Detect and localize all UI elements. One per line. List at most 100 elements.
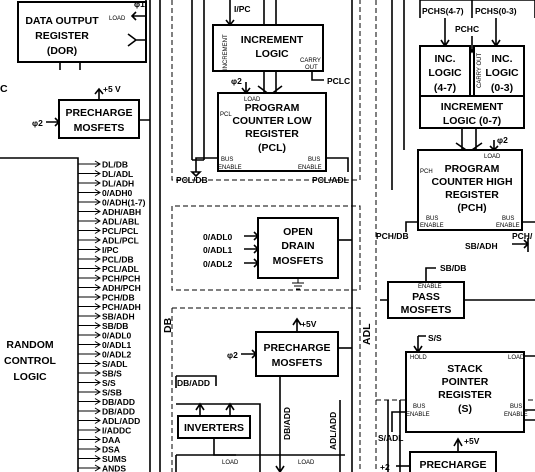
inc03-title-2: LOGIC xyxy=(485,67,519,79)
sb-adh-label: SB/ADH xyxy=(465,241,498,251)
control-signal-label: ADL/ABL xyxy=(102,217,139,227)
control-signal-label: PCL/PCL xyxy=(102,226,138,236)
pch-db-label: PCH/DB xyxy=(376,231,409,241)
control-signal-arrow xyxy=(78,436,101,443)
control-signal-label: DSA xyxy=(102,445,120,455)
control-signal-label: 0/ADH(1-7) xyxy=(102,198,146,208)
inc07-title-1: INCREMENT xyxy=(441,101,504,113)
control-signal-label: 0/ADL1 xyxy=(102,340,132,350)
pcl-title-4: (PCL) xyxy=(258,142,286,154)
dor-phi1-label: φ1 xyxy=(134,0,145,9)
control-signal-arrow xyxy=(78,417,101,424)
pch-load: LOAD xyxy=(484,154,501,160)
adder-load-2: LOAD xyxy=(298,460,315,466)
stack-title-2: POINTER xyxy=(442,376,489,388)
dor-title-1: DATA OUTPUT xyxy=(25,15,99,27)
pcl-enable-right: ENABLE xyxy=(298,165,322,171)
inc07-output-arrow xyxy=(455,128,483,153)
o-adl0-arrow xyxy=(244,231,260,241)
adder-top-frame xyxy=(175,454,345,472)
pcl-side-label: PCL xyxy=(220,112,232,118)
inc03-title-1: INC. xyxy=(492,53,513,65)
control-signal-arrow xyxy=(78,198,101,206)
control-signal-arrow xyxy=(78,255,101,263)
pchs47-label: PCHS(4-7) xyxy=(422,6,464,16)
inc-low-title-1: INCREMENT xyxy=(241,34,304,46)
control-signal-arrow xyxy=(78,426,101,434)
control-signal-arrow xyxy=(78,360,101,367)
stack-title-1: STACK xyxy=(447,363,483,375)
pch-title-3: REGISTER xyxy=(445,189,499,201)
control-signal-label: S/S xyxy=(102,378,116,388)
pcl-load-arrow xyxy=(241,82,251,95)
precharge-left-phi2: φ2 xyxy=(32,118,43,128)
dor-clock-mark xyxy=(127,33,146,47)
control-signal-arrow xyxy=(78,160,101,168)
precharge-left-supply: +5 V xyxy=(103,84,121,94)
pch-title-4: (PCH) xyxy=(457,202,486,214)
s-s-label: S/S xyxy=(428,333,442,343)
precharge-left-out xyxy=(139,80,151,472)
inc-low-carry-line xyxy=(311,71,324,81)
pch-title-1: PROGRAM xyxy=(445,163,500,175)
control-signal-label: S/ADL xyxy=(102,359,128,369)
precharge-mid-phi2: φ2 xyxy=(227,350,238,360)
precharge-left-title-2: MOSFETS xyxy=(74,122,125,134)
pch-enable-lines xyxy=(405,221,535,232)
dashed-section-borders xyxy=(171,0,535,472)
random-logic-title-1: RANDOM xyxy=(6,339,53,351)
control-signal-label: DL/ADL xyxy=(102,169,133,179)
pchs-frame xyxy=(419,0,535,18)
control-signal-arrow xyxy=(78,322,101,329)
control-signal-arrow xyxy=(78,189,101,196)
control-signal-arrow xyxy=(78,445,101,453)
o-adl1-label: 0/ADL1 xyxy=(203,245,233,255)
inverters-title: INVERTERS xyxy=(184,422,244,434)
program-counter-low-register: LOAD φ2 PCL PROGRAM COUNTER LOW REGISTER… xyxy=(176,76,349,185)
precharge-br-phi2: +2 xyxy=(380,462,390,472)
inc03-carry-out: CARRY OUT xyxy=(477,53,483,88)
pcl-adl-enable-line xyxy=(326,157,349,172)
sb-db-label: SB/DB xyxy=(440,263,466,273)
db-add-label: DB/ADD xyxy=(177,378,210,388)
control-signal-label: ADL/PCL xyxy=(102,236,139,246)
control-signal-label: SB/DB xyxy=(102,321,128,331)
random-control-logic: RANDOM CONTROL LOGIC DL/DBDL/ADLDL/ADH0/… xyxy=(0,157,146,472)
inc47-title-2: LOGIC xyxy=(428,67,462,79)
precharge-left-title-1: PRECHARGE xyxy=(65,107,132,119)
control-signal-arrow xyxy=(78,331,101,339)
control-signal-arrow xyxy=(78,341,101,348)
inc47-title-3: (4-7) xyxy=(434,82,456,94)
control-signal-label: 0/ADH0 xyxy=(102,188,133,198)
pch-bus-right: BUS xyxy=(502,216,514,222)
stack-bus-left: BUS xyxy=(413,404,425,410)
pcl-db-label: PCL/DB xyxy=(176,175,208,185)
adl-add-vertical-label: ADL/ADD xyxy=(328,412,338,450)
control-signal-label: S/SB xyxy=(102,388,122,398)
control-signal-arrow xyxy=(78,217,101,225)
inc-low-input-bus xyxy=(263,0,277,25)
control-signal-label: PCL/ADL xyxy=(102,264,139,274)
c-label: C xyxy=(0,83,8,95)
stack-hold: HOLD xyxy=(410,355,427,361)
precharge-br-supply-arrow xyxy=(453,437,463,452)
open-drain-title-1: OPEN xyxy=(283,226,313,238)
control-signal-arrow xyxy=(78,398,101,405)
pcl-title-2: COUNTER LOW xyxy=(232,115,311,127)
stack-enable-left: ENABLE xyxy=(406,412,430,418)
inc-low-increment-small: INCREMENT xyxy=(223,34,229,70)
adl-bus-label: ADL xyxy=(361,323,373,345)
inc-low-carry: CARRY xyxy=(300,58,321,64)
precharge-mosfets-left: PRECHARGE MOSFETS +5 V φ2 xyxy=(32,0,161,472)
o-adl2-arrow xyxy=(244,258,260,268)
control-signal-label: SB/ADH xyxy=(102,312,135,322)
pch-bus-left: BUS xyxy=(426,216,438,222)
control-signal-arrow xyxy=(78,265,101,272)
pass-title-1: PASS xyxy=(412,291,440,303)
open-drain-title-3: MOSFETS xyxy=(273,255,324,267)
open-drain-title-2: DRAIN xyxy=(281,240,314,252)
random-logic-box-edge xyxy=(0,157,79,472)
inc-low-ipc: I/PC xyxy=(234,4,251,14)
control-signal-arrow xyxy=(78,455,101,462)
pcl-db-enable-line xyxy=(190,157,218,178)
